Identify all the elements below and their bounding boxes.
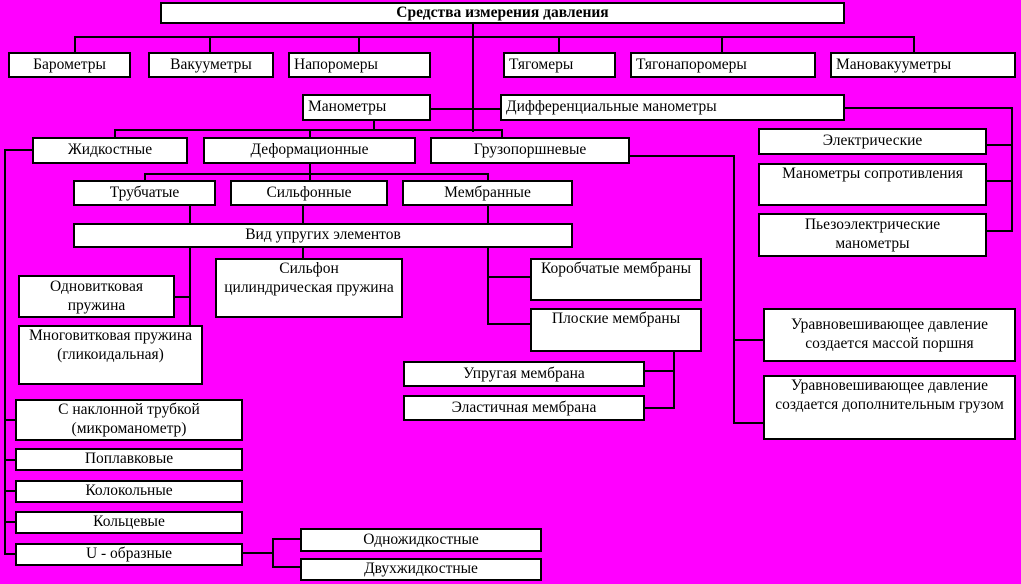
- connector-line: [272, 538, 274, 568]
- node-double-liquid: Двухжидкостные: [300, 558, 542, 581]
- node-differential-manometers: Дифференциальные манометры: [500, 94, 845, 121]
- connector-line: [1011, 107, 1013, 232]
- connector-line: [4, 490, 16, 492]
- connector-line: [4, 521, 16, 523]
- connector-line: [630, 155, 735, 157]
- node-elastichnaya-membrane: Эластичная мембрана: [403, 395, 645, 421]
- connector-line: [209, 36, 211, 53]
- node-tyagonapromers: Тягонапоромеры: [630, 52, 816, 78]
- node-barometers: Барометры: [8, 52, 131, 78]
- connector-line: [558, 36, 560, 53]
- connector-line: [472, 23, 474, 132]
- connector-line: [487, 204, 489, 224]
- node-inclined-tube: С наклонной трубкой (микроманометр): [15, 399, 243, 441]
- connector-line: [673, 350, 675, 409]
- connector-line: [431, 108, 501, 110]
- connector-line: [243, 552, 274, 554]
- node-single-coil-spring: Одновитковая пружина: [18, 275, 175, 318]
- node-ring-type: Кольцевые: [15, 511, 243, 534]
- connector-line: [373, 121, 375, 131]
- connector-line: [487, 173, 489, 182]
- connector-line: [4, 149, 33, 151]
- connector-line: [488, 323, 532, 325]
- connector-line: [4, 459, 16, 461]
- connector-line: [4, 149, 6, 555]
- node-napromers: Напоромеры: [288, 52, 431, 78]
- node-deformation: Деформационные: [203, 137, 416, 164]
- connector-line: [114, 129, 116, 139]
- node-elastic-elements: Вид упругих элементов: [73, 223, 573, 248]
- node-electric: Электрические: [758, 128, 987, 155]
- node-multi-coil-spring: Многовитковая пружина (гликоидальная): [18, 325, 203, 385]
- connector-line: [733, 339, 765, 341]
- node-vacuummeters: Вакууметры: [148, 52, 274, 78]
- node-tyagomers: Тягомеры: [503, 52, 616, 78]
- connector-line: [645, 407, 675, 409]
- node-balance-piston-mass: Уравновешивающее давление создается масс…: [763, 308, 1016, 362]
- node-piston: Грузопоршневые: [430, 137, 630, 164]
- connector-line: [645, 370, 675, 372]
- node-liquid: Жидкостные: [32, 137, 188, 164]
- connector-line: [845, 107, 1013, 109]
- connector-line: [4, 553, 16, 555]
- connector-line: [4, 419, 16, 421]
- connector-line: [487, 247, 489, 325]
- connector-line: [302, 204, 304, 224]
- node-manometers: Манометры: [302, 94, 431, 121]
- connector-line: [986, 144, 1013, 146]
- connector-line: [302, 247, 304, 260]
- node-bell-type: Колокольные: [15, 480, 243, 503]
- connector-line: [189, 247, 191, 327]
- connector-line: [272, 566, 302, 568]
- node-manovacuummeters: Мановакууметры: [830, 52, 1016, 78]
- connector-line: [733, 422, 765, 424]
- connector-line: [189, 204, 191, 224]
- node-bellows-cylindrical-spring: Сильфон цилиндрическая пружина: [215, 258, 403, 318]
- node-tubular: Трубчатые: [73, 180, 216, 206]
- connector-line: [175, 296, 191, 298]
- connector-line: [75, 36, 915, 38]
- node-resistance-manometers: Манометры сопротивления: [758, 163, 987, 206]
- node-title: Средства измерения давления: [160, 2, 845, 24]
- connector-line: [144, 173, 146, 182]
- connector-line: [986, 180, 1013, 182]
- connector-line: [309, 129, 311, 139]
- node-balance-extra-load: Уравновешивающее давление создается допо…: [763, 375, 1016, 440]
- node-box-membranes: Коробчатые мембраны: [530, 258, 702, 301]
- connector-line: [501, 129, 503, 139]
- node-flat-membranes: Плоские мембраны: [530, 308, 702, 352]
- node-membrane: Мембранные: [402, 180, 573, 206]
- connector-line: [74, 36, 76, 53]
- connector-line: [272, 538, 302, 540]
- connector-line: [145, 173, 489, 175]
- node-bellows: Сильфонные: [230, 180, 388, 206]
- connector-line: [358, 36, 360, 53]
- connector-line: [986, 230, 1013, 232]
- node-u-shaped: U - образные: [15, 543, 243, 566]
- node-float-type: Поплавковые: [15, 448, 243, 471]
- node-elastic-membrane: Упругая мембрана: [403, 361, 645, 387]
- connector-line: [309, 162, 311, 175]
- connector-line: [721, 36, 723, 53]
- connector-line: [913, 36, 915, 53]
- connector-line: [733, 155, 735, 424]
- node-piezo-manometers: Пьезоэлектрические манометры: [758, 213, 987, 257]
- connector-line: [488, 276, 532, 278]
- node-single-liquid: Одножидкостные: [300, 528, 542, 552]
- connector-line: [309, 173, 311, 182]
